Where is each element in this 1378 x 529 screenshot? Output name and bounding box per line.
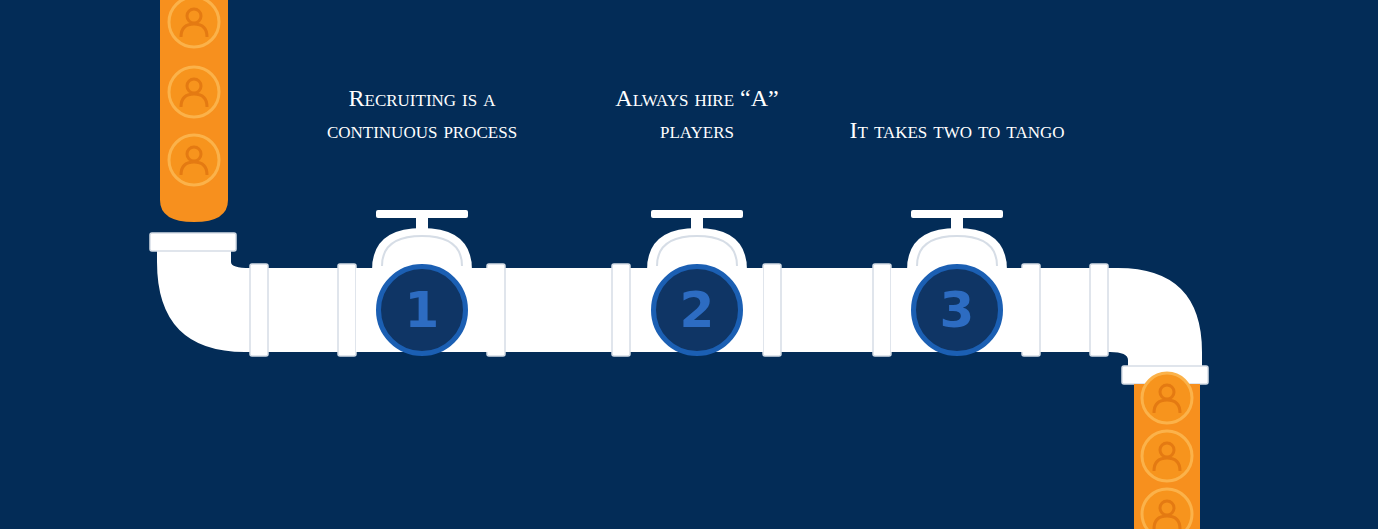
valve-number-circle: 1Recruiting is a continuous process — [376, 264, 468, 356]
step-number: 3 — [940, 285, 975, 335]
step-caption: Always hire “A” players — [582, 82, 812, 146]
step-caption: It takes two to tango — [842, 114, 1072, 146]
step-number: 2 — [680, 285, 715, 335]
valve-number-circle: 2Always hire “A” players — [651, 264, 743, 356]
step-caption: Recruiting is a continuous process — [307, 82, 537, 146]
step-number: 1 — [405, 285, 440, 335]
valve-number-circle: 3It takes two to tango — [911, 264, 1003, 356]
